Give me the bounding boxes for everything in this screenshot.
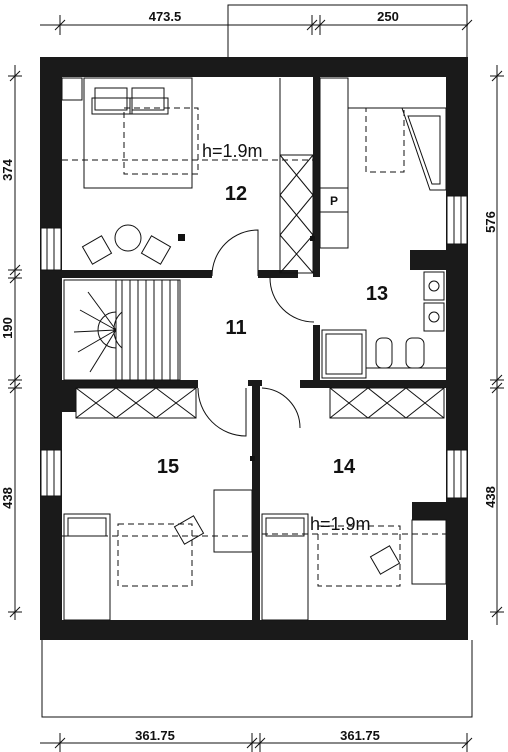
room-label-15: 15 — [157, 456, 179, 478]
wall-marker — [250, 456, 255, 461]
dim-bottom-right: 361.75 — [340, 728, 380, 743]
windows — [40, 77, 468, 499]
dashed-outline-15 — [62, 523, 252, 587]
wardrobe-12 — [279, 78, 314, 274]
outlet-marker — [178, 234, 185, 241]
height-note-top: h=1.9m — [202, 141, 263, 161]
shower-tray — [321, 329, 367, 379]
wardrobe-14 — [329, 387, 445, 419]
dim-right-bottom: 438 — [483, 486, 498, 508]
dim-top-left: 473.5 — [149, 9, 182, 24]
room-label-13: 13 — [366, 283, 388, 305]
dim-bottom-left: 361.75 — [135, 728, 175, 743]
wall-marker — [310, 236, 315, 241]
doors — [197, 229, 315, 437]
dim-left-middle: 190 — [0, 317, 15, 339]
dim-left-top: 374 — [0, 158, 15, 180]
staircase — [63, 279, 181, 381]
dim-left-bottom: 438 — [0, 487, 15, 509]
dim-top-right: 250 — [377, 9, 399, 24]
room-label-14: 14 — [333, 456, 356, 478]
pantry — [319, 77, 349, 249]
dim-right-top: 576 — [483, 211, 498, 233]
dashed-outline-13 — [365, 107, 405, 173]
dashed-outline-14 — [262, 525, 446, 587]
interior-walls — [62, 77, 446, 620]
room-label-12: 12 — [225, 183, 247, 205]
desk-room-12 — [81, 224, 172, 265]
dimension-lines — [8, 4, 504, 752]
pantry-label: P — [330, 194, 338, 208]
bed-room-15 — [63, 513, 111, 621]
desk-room-14 — [369, 519, 447, 585]
wardrobe-15 — [75, 387, 197, 419]
bed-room-12 — [83, 77, 193, 189]
bed-room-14 — [261, 513, 309, 621]
height-note-bottom: h=1.9m — [310, 514, 371, 534]
sinks — [423, 271, 445, 332]
desk-room-15 — [173, 489, 253, 553]
room-label-11: 11 — [225, 317, 246, 339]
bidet-toilet — [366, 337, 446, 369]
dashed-outline-12 — [62, 107, 313, 175]
bathtub — [348, 107, 447, 191]
